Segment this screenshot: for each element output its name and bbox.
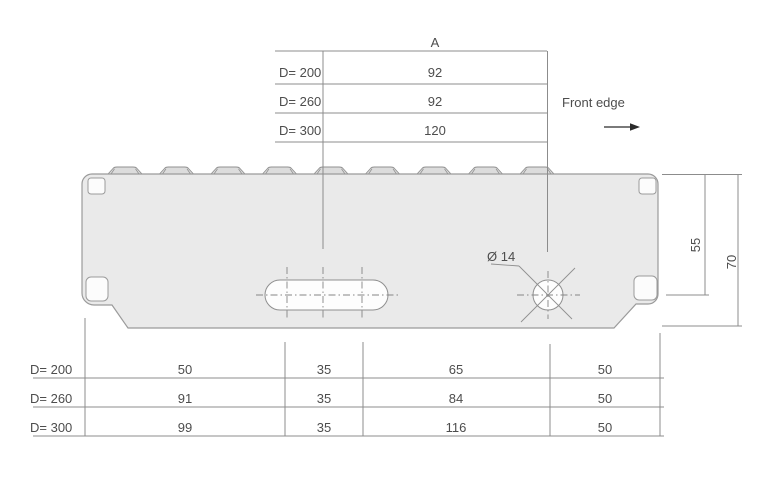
top-row-value: 92	[428, 94, 442, 109]
tread-bumps	[107, 166, 555, 175]
bottom-row-value: 35	[317, 362, 331, 377]
plate-outline	[81, 173, 659, 329]
bottom-row-value: 50	[598, 420, 612, 435]
bottom-row-value: 84	[449, 391, 463, 406]
dim-70-label: 70	[724, 255, 739, 269]
bottom-row-value: 50	[178, 362, 192, 377]
bottom-row-value: 50	[598, 391, 612, 406]
dim-a-header: A	[431, 35, 440, 50]
bottom-row-label: D= 200	[30, 362, 72, 377]
top-row-value: 120	[424, 123, 446, 138]
front-edge-label: Front edge	[562, 95, 625, 110]
slot-hole	[256, 267, 399, 319]
round-hole: Ø 14	[487, 249, 580, 323]
top-row-label: D= 260	[279, 94, 321, 109]
bottom-row-value: 50	[598, 362, 612, 377]
corner-hole-bottom-right	[633, 275, 658, 301]
hole-leader-line	[490, 263, 520, 267]
side-dimensions: 55 70	[662, 174, 742, 327]
bottom-row-value: 65	[449, 362, 463, 377]
bottom-row-value: 91	[178, 391, 192, 406]
tread-plate: Ø 14	[81, 166, 659, 329]
front-edge-arrowhead-icon	[630, 123, 640, 131]
dim-55-label: 55	[688, 238, 703, 252]
top-row-label: D= 200	[279, 65, 321, 80]
dimension-table-bottom: D= 200 50 35 65 50 D= 260 91 35 84 50 D=…	[30, 318, 664, 437]
bottom-row-value: 116	[446, 420, 467, 435]
corner-hole-bottom-left	[85, 276, 109, 302]
bottom-row-label: D= 300	[30, 420, 72, 435]
dimension-table-top: A D= 200 92 D= 260 92 D= 300 120	[275, 35, 548, 252]
bottom-row-value: 35	[317, 420, 331, 435]
bottom-row-value: 35	[317, 391, 331, 406]
top-row-label: D= 300	[279, 123, 321, 138]
bottom-row-label: D= 260	[30, 391, 72, 406]
front-edge-annotation: Front edge	[562, 95, 640, 131]
hole-diameter-label: Ø 14	[487, 249, 515, 264]
bottom-row-value: 99	[178, 420, 192, 435]
corner-hole-top-left	[87, 177, 106, 195]
top-row-value: 92	[428, 65, 442, 80]
corner-hole-top-right	[638, 177, 657, 195]
